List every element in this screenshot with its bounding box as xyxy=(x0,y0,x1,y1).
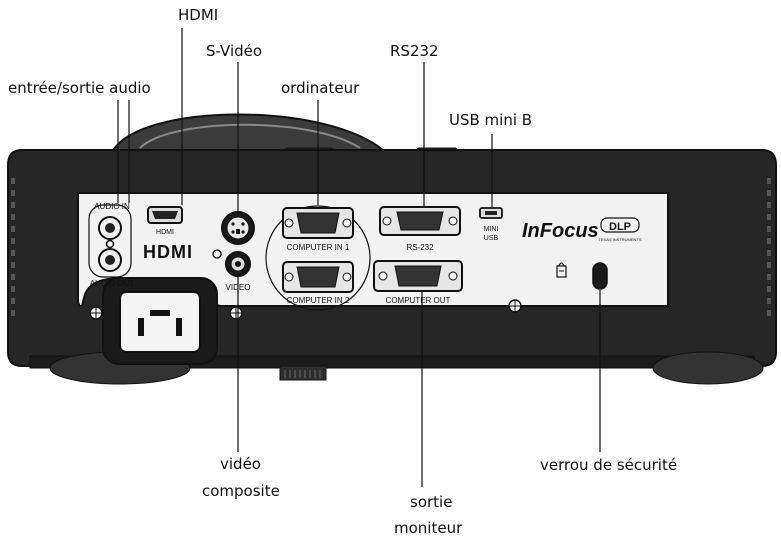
dlp-logo-text: DLP xyxy=(609,221,631,233)
usb-mini-label: MINI xyxy=(484,226,499,233)
power-pin xyxy=(138,318,144,336)
brand-logo: InFocus xyxy=(522,220,599,242)
audio-in-label: AUDIO IN xyxy=(94,202,130,211)
computer-port-group xyxy=(265,205,371,311)
callout-lines xyxy=(117,28,601,487)
computer-out-label: COMPUTER OUT xyxy=(386,296,451,305)
callout-usb-mini-b: USB mini B xyxy=(449,111,533,129)
audio-link-icon xyxy=(105,239,115,249)
foot-grip xyxy=(284,370,321,378)
dlp-sub-text: TEXAS INSTRUMENTS xyxy=(598,237,641,242)
security-lock-slot[interactable] xyxy=(592,262,608,290)
usb-label: USB xyxy=(484,235,499,242)
kensington-icon xyxy=(556,262,567,278)
projector-top-dome xyxy=(110,113,388,153)
callout-video-line2: composite xyxy=(202,482,280,500)
svideo-symbol-icon xyxy=(212,249,222,259)
right-foot xyxy=(652,351,764,385)
dlp-logo xyxy=(600,217,640,233)
power-pin-center xyxy=(150,310,170,316)
power-pin xyxy=(176,318,182,336)
callout-s-video: S-Vidéo xyxy=(206,42,263,60)
computer-in-2-label: COMPUTER IN 2 xyxy=(287,296,350,305)
right-vents xyxy=(767,178,771,316)
callout-hdmi: HDMI xyxy=(178,6,219,24)
callout-sortie-line2: moniteur xyxy=(394,519,463,537)
audio-port-group xyxy=(88,204,132,278)
screw xyxy=(89,306,103,320)
callout-rs232: RS232 xyxy=(390,42,439,60)
rs232-label: RS-232 xyxy=(406,243,434,252)
callout-ordinateur: ordinateur xyxy=(281,79,360,97)
elevator-foot xyxy=(279,365,327,381)
screw xyxy=(229,306,243,320)
left-vents xyxy=(11,178,15,316)
power-inlet[interactable] xyxy=(119,291,201,353)
callout-audio: entrée/sortie audio xyxy=(8,79,151,97)
callout-video-line1: vidéo xyxy=(220,455,261,473)
callout-verrou: verrou de sécurité xyxy=(540,456,678,474)
dome-highlight xyxy=(139,123,361,149)
callout-sortie-line1: sortie xyxy=(410,493,453,511)
hdmi-logo: HDMI xyxy=(143,242,193,262)
audio-out-label: AUDIO OUT xyxy=(90,279,135,288)
computer-in-1-label: COMPUTER IN 1 xyxy=(287,243,350,252)
hdmi-port-label: HDMI xyxy=(156,229,174,236)
screw xyxy=(508,299,522,313)
